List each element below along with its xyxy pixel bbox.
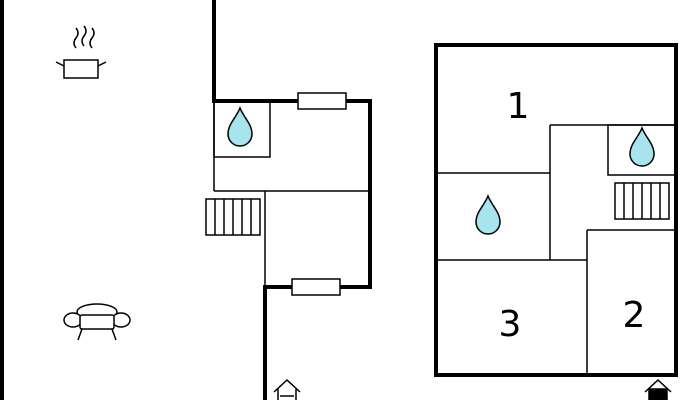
cooking-pot-icon (55, 25, 107, 79)
right-outer-wall (434, 43, 678, 377)
sofa-icon (63, 303, 131, 341)
right-bathroom-alcove (607, 124, 677, 176)
stairs-icon (614, 182, 670, 220)
room-label-2: 2 (623, 295, 646, 336)
bathroom-alcove (213, 100, 271, 158)
room-label-3: 3 (499, 304, 522, 345)
window-icon (297, 92, 347, 110)
right-building (434, 43, 678, 377)
water-drop-icon (227, 105, 253, 147)
water-drop-icon (629, 125, 655, 167)
room-label-1: 1 (507, 86, 530, 127)
stairs-icon (205, 198, 261, 236)
house-entrance-icon (644, 378, 672, 400)
house-entrance-icon (273, 378, 301, 400)
middle-building (212, 0, 372, 400)
middle-outer-wall-top (212, 0, 372, 400)
window-icon (291, 278, 341, 296)
water-drop-icon (475, 193, 501, 235)
